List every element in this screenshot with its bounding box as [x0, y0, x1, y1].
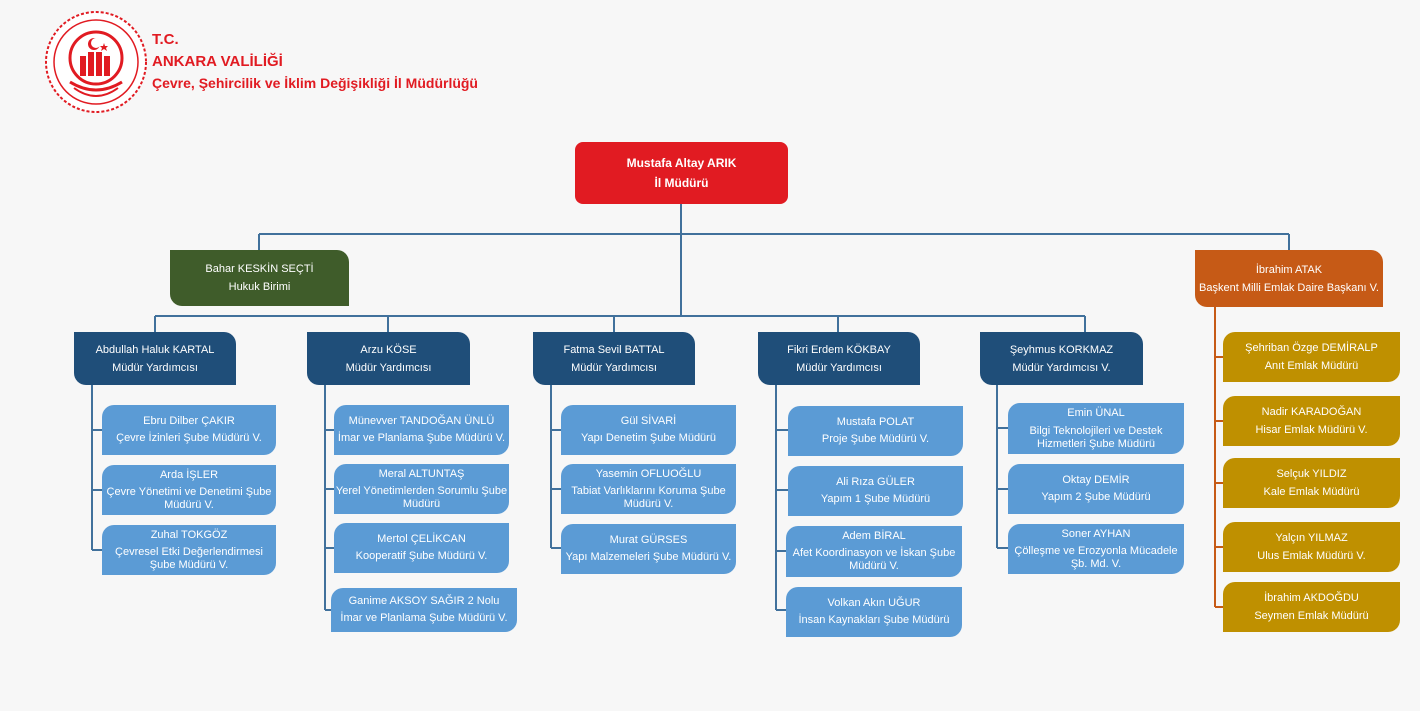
unit-title: Bilgi Teknolojileri ve Destek Hizmetleri…	[1029, 424, 1163, 450]
deputy-box-1: Abdullah Haluk KARTAL Müdür Yardımcısı	[74, 332, 236, 385]
unit-box: Mertol ÇELİKCAN Kooperatif Şube Müdürü V…	[334, 523, 509, 573]
unit-title: Yapı Malzemeleri Şube Müdürü V.	[565, 551, 732, 563]
unit-name: Soner AYHAN	[1061, 527, 1131, 540]
emlak-head-box: İbrahim ATAK Başkent Milli Emlak Daire B…	[1195, 250, 1383, 307]
unit-title: Kooperatif Şube Müdürü V.	[355, 550, 488, 562]
unit-box: Adem BİRAL Afet Koordinasyon ve İskan Şu…	[786, 526, 962, 577]
deputy-box-2: Arzu KÖSE Müdür Yardımcısı	[307, 332, 470, 385]
unit-title: Afet Koordinasyon ve İskan Şube Müdürü V…	[792, 547, 956, 572]
unit-title: Tabiat Varlıklarını Koruma Şube Müdürü V…	[571, 484, 726, 510]
unit-box: Arda İŞLER Çevre Yönetimi ve Denetimi Şu…	[102, 465, 276, 515]
emlak-unit-name: Nadir KARADOĞAN	[1261, 406, 1362, 418]
emlak-unit-title: Kale Emlak Müdürü	[1263, 486, 1360, 498]
deputy-name: Abdullah Haluk KARTAL	[95, 343, 215, 356]
deputy-name: Fikri Erdem KÖKBAY	[787, 343, 891, 356]
deputy-box-3: Fatma Sevil BATTAL Müdür Yardımcısı	[533, 332, 695, 385]
emlak-unit-title: Seymen Emlak Müdürü	[1254, 610, 1369, 622]
emlak-unit-box: Selçuk YILDIZ Kale Emlak Müdürü	[1223, 458, 1400, 508]
unit-title: Yapım 1 Şube Müdürü	[820, 493, 931, 505]
ministry-logo	[44, 10, 148, 114]
unit-title: Çevre İzinleri Şube Müdürü V.	[116, 432, 262, 444]
emlak-head-title: Başkent Milli Emlak Daire Başkanı V.	[1199, 281, 1379, 294]
deputy-name: Arzu KÖSE	[360, 343, 417, 356]
unit-title: İmar ve Planlama Şube Müdürü V.	[337, 432, 506, 444]
legal-unit-name: Bahar KESKİN SEÇTİ	[205, 263, 314, 275]
emlak-unit-box: Şehriban Özge DEMİRALP Anıt Emlak Müdürü	[1223, 332, 1400, 382]
unit-title: İmar ve Planlama Şube Müdürü V.	[340, 612, 508, 624]
unit-title: Yerel Yönetimlerden Sorumlu Şube Müdürü	[335, 484, 508, 510]
unit-name: Mustafa POLAT	[836, 416, 915, 428]
deputy-name: Fatma Sevil BATTAL	[563, 343, 665, 356]
header-directorate: Çevre, Şehircilik ve İklim Değişikliği İ…	[152, 75, 478, 91]
deputy-title: Müdür Yardımcısı	[112, 361, 198, 374]
header-governorship: ANKARA VALİLİĞİ	[152, 53, 283, 70]
unit-box: Gül SİVARİ Yapı Denetim Şube Müdürü	[561, 405, 736, 455]
unit-name: Ebru Dilber ÇAKIR	[143, 415, 235, 427]
unit-name: Yasemin OFLUOĞLU	[595, 467, 702, 480]
emlak-unit-name: İbrahim AKDOĞDU	[1264, 592, 1359, 604]
director-name: Mustafa Altay ARIK	[626, 156, 737, 170]
unit-box: Volkan Akın UĞUR İnsan Kaynakları Şube M…	[786, 587, 962, 637]
emlak-unit-title: Anıt Emlak Müdürü	[1264, 360, 1359, 372]
emlak-unit-name: Şehriban Özge DEMİRALP	[1245, 342, 1378, 354]
unit-name: Gül SİVARİ	[620, 415, 677, 427]
emlak-unit-box: Yalçın YILMAZ Ulus Emlak Müdürü V.	[1223, 522, 1400, 572]
emlak-head-name: İbrahim ATAK	[1255, 263, 1323, 276]
unit-box: Emin ÜNAL Bilgi Teknolojileri ve Destek …	[1008, 403, 1184, 454]
unit-box: Ganime AKSOY SAĞIR 2 Nolu İmar ve Planla…	[331, 588, 517, 632]
unit-box: Mustafa POLAT Proje Şube Müdürü V.	[788, 406, 963, 456]
unit-name: Murat GÜRSES	[609, 534, 688, 546]
unit-box: Meral ALTUNTAŞ Yerel Yönetimlerden Sorum…	[334, 464, 509, 514]
unit-box: Soner AYHAN Çölleşme ve Erozyonla Mücade…	[1008, 524, 1184, 574]
emlak-unit-name: Yalçın YILMAZ	[1275, 532, 1348, 544]
unit-title: Çölleşme ve Erozyonla Mücadele Şb. Md. V…	[1014, 544, 1178, 570]
unit-name: Oktay DEMİR	[1062, 474, 1130, 486]
unit-name: Ganime AKSOY SAĞIR 2 Nolu	[348, 595, 500, 607]
unit-name: Ali Rıza GÜLER	[836, 476, 915, 488]
unit-box: Yasemin OFLUOĞLU Tabiat Varlıklarını Kor…	[561, 464, 736, 514]
unit-title: Proje Şube Müdürü V.	[821, 433, 930, 445]
unit-box: Ebru Dilber ÇAKIR Çevre İzinleri Şube Mü…	[102, 405, 276, 455]
deputy-name: Şeyhmus KORKMAZ	[1009, 343, 1114, 356]
unit-box: Ali Rıza GÜLER Yapım 1 Şube Müdürü	[788, 466, 963, 516]
deputy-title: Müdür Yardımcısı V.	[1012, 361, 1111, 374]
emlak-unit-name: Selçuk YILDIZ	[1276, 468, 1347, 480]
unit-name: Adem BİRAL	[842, 530, 906, 542]
deputy-title: Müdür Yardımcısı	[345, 361, 432, 374]
emlak-unit-box: İbrahim AKDOĞDU Seymen Emlak Müdürü	[1223, 582, 1400, 632]
unit-name: Mertol ÇELİKCAN	[377, 533, 466, 545]
deputy-title: Müdür Yardımcısı	[796, 361, 882, 374]
unit-name: Münevver TANDOĞAN ÜNLÜ	[348, 415, 495, 427]
legal-unit-box: Bahar KESKİN SEÇTİ Hukuk Birimi	[170, 250, 349, 306]
emlak-unit-title: Hisar Emlak Müdürü V.	[1255, 424, 1368, 436]
unit-title: Yapım 2 Şube Müdürü	[1041, 491, 1151, 503]
ministry-seal-icon	[45, 11, 147, 113]
director-title: İl Müdürü	[654, 176, 709, 190]
unit-name: Meral ALTUNTAŞ	[378, 467, 465, 480]
emlak-unit-box: Nadir KARADOĞAN Hisar Emlak Müdürü V.	[1223, 396, 1400, 446]
unit-name: Zuhal TOKGÖZ	[150, 528, 228, 541]
unit-name: Emin ÜNAL	[1067, 406, 1125, 419]
unit-box: Münevver TANDOĞAN ÜNLÜ İmar ve Planlama …	[334, 405, 509, 455]
unit-box: Zuhal TOKGÖZ Çevresel Etki Değerlendirme…	[102, 525, 276, 575]
emlak-unit-title: Ulus Emlak Müdürü V.	[1257, 550, 1366, 562]
deputy-title: Müdür Yardımcısı	[571, 361, 657, 374]
unit-box: Murat GÜRSES Yapı Malzemeleri Şube Müdür…	[561, 524, 736, 574]
unit-title: Çevre Yönetimi ve Denetimi Şube Müdürü V…	[106, 485, 272, 511]
unit-title: İnsan Kaynakları Şube Müdürü	[798, 614, 950, 626]
unit-title: Çevresel Etki Değerlendirmesi Şube Müdür…	[115, 545, 263, 571]
unit-title: Yapı Denetim Şube Müdürü	[581, 432, 716, 444]
deputy-box-5: Şeyhmus KORKMAZ Müdür Yardımcısı V.	[980, 332, 1143, 385]
unit-name: Arda İŞLER	[159, 468, 219, 481]
unit-box: Oktay DEMİR Yapım 2 Şube Müdürü	[1008, 464, 1184, 514]
legal-unit-title: Hukuk Birimi	[228, 281, 291, 293]
header-tc: T.C.	[152, 31, 179, 48]
director-box: Mustafa Altay ARIK İl Müdürü	[575, 142, 788, 204]
deputy-box-4: Fikri Erdem KÖKBAY Müdür Yardımcısı	[758, 332, 920, 385]
unit-name: Volkan Akın UĞUR	[827, 597, 921, 609]
